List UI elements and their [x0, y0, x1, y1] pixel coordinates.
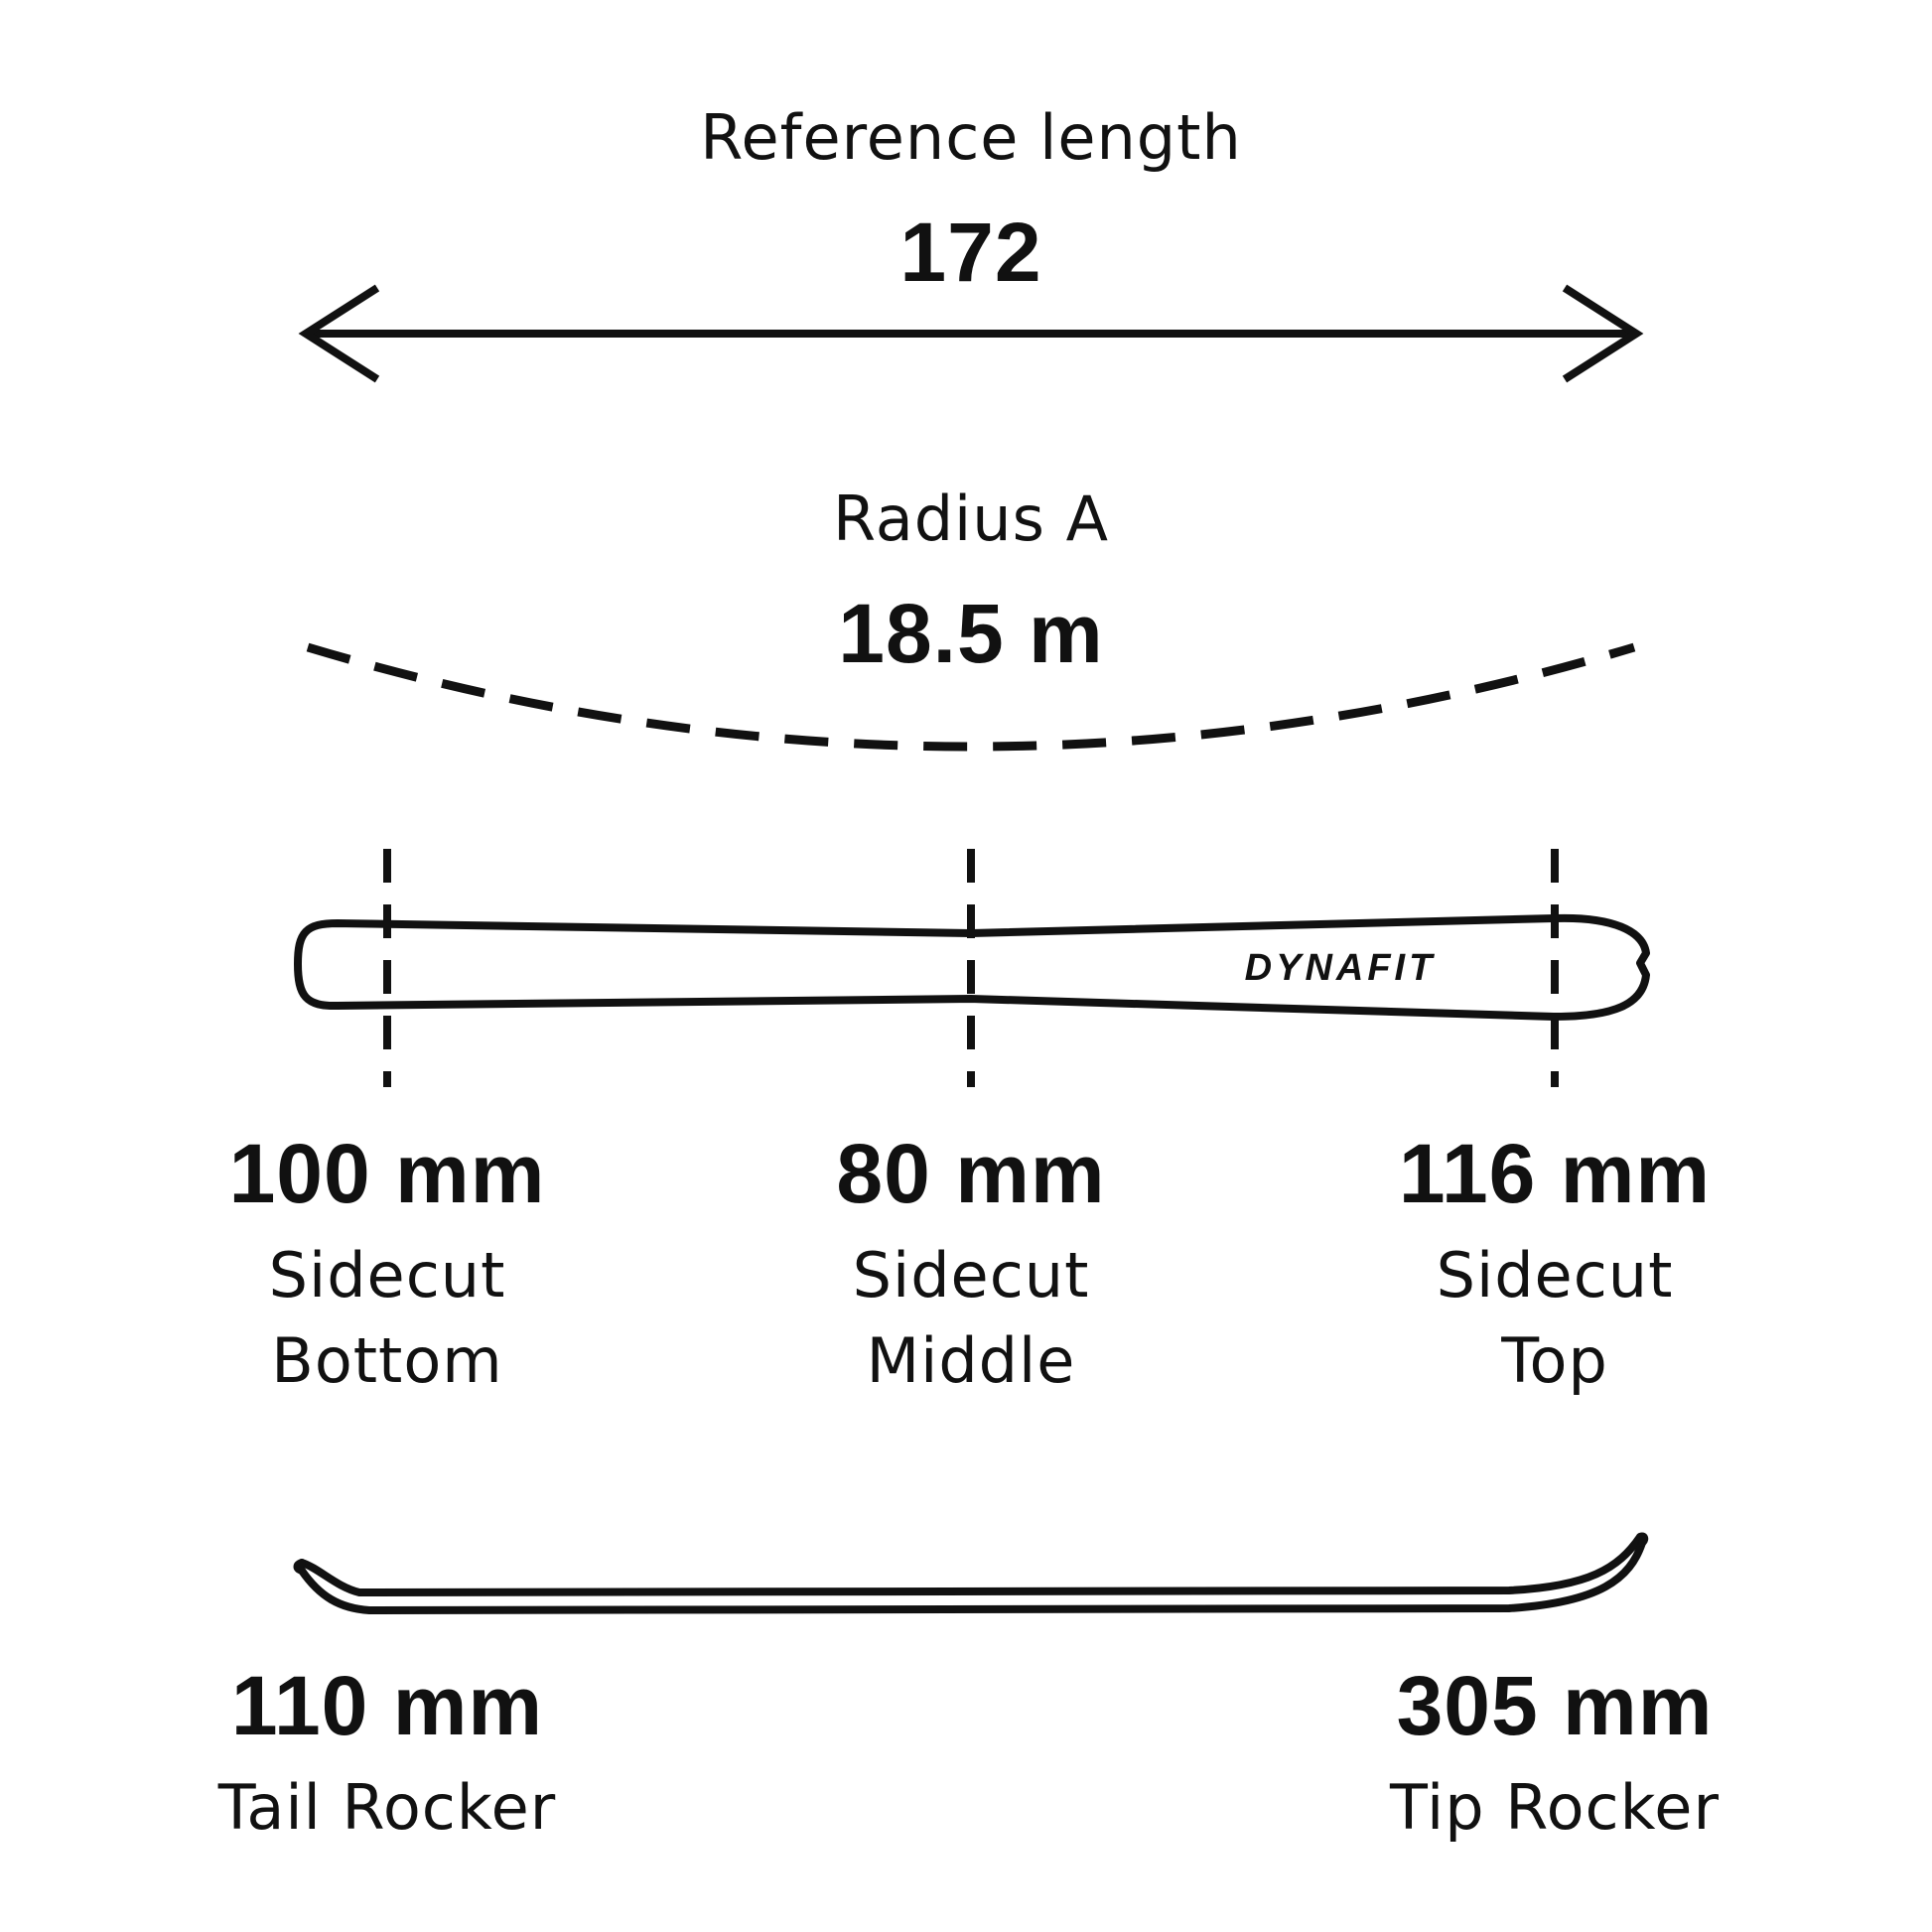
arrow-head-left-icon [298, 284, 380, 383]
sidecut-top-value: 116 mm [1398, 1127, 1712, 1220]
radius-label: Radius A [832, 483, 1109, 555]
ski-top-view [294, 913, 1650, 1021]
tip-rocker-label: Tip Rocker [1390, 1771, 1720, 1844]
tail-rocker-value: 110 mm [230, 1659, 544, 1752]
sidecut-middle-label-line2: Middle [866, 1324, 1076, 1397]
ski-side-profile [293, 1532, 1649, 1614]
ski-profile-lower-edge [298, 1539, 1646, 1614]
ski-profile-tip-cap [1636, 1532, 1649, 1547]
sidecut-top-label-line2: Top [1501, 1324, 1608, 1397]
sidecut-bottom-label-line1: Sidecut [268, 1239, 506, 1311]
sidecut-top-label-line1: Sidecut [1436, 1239, 1674, 1311]
reference-length-value: 172 [899, 206, 1042, 299]
tail-rocker-label: Tail Rocker [217, 1771, 557, 1844]
ski-profile-tail-cap [293, 1559, 306, 1575]
sidecut-guides [383, 849, 1559, 1087]
sidecut-middle-label-line1: Sidecut [852, 1239, 1090, 1311]
sidecut-bottom-value: 100 mm [228, 1127, 546, 1220]
reference-length-label: Reference length [700, 101, 1242, 174]
brand-logo: DYNAFIT [1244, 947, 1437, 989]
arrow-head-right-icon [1562, 284, 1644, 383]
ski-top-outline [294, 913, 1650, 1021]
radius-dashed-arc [306, 642, 1636, 752]
ski-profile-upper-edge [298, 1533, 1644, 1596]
tip-rocker-value: 305 mm [1396, 1659, 1714, 1752]
reference-length-arrow [298, 284, 1644, 383]
radius-value: 18.5 m [838, 587, 1104, 680]
sidecut-middle-value: 80 mm [836, 1127, 1106, 1220]
sidecut-bottom-label-line2: Bottom [271, 1324, 503, 1397]
